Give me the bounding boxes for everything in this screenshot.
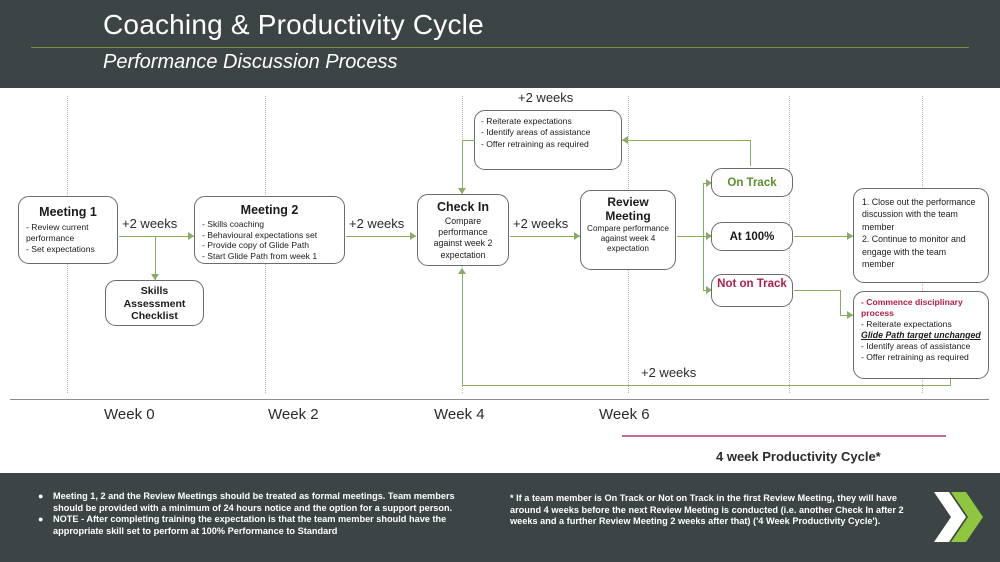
outcome-not-on-track-label: Not on Track [717, 278, 787, 290]
node-review-meeting-title-1: Meeting [605, 209, 651, 223]
disciplinary-emphasis: Glide Path target unchanged [861, 330, 981, 340]
node-review-meeting-title-0: Review [607, 195, 649, 209]
arrowhead-callout-to-checkin [458, 188, 466, 194]
node-meeting-2[interactable]: Meeting 2 - Skills coaching - Behavioura… [194, 196, 345, 264]
node-retraining-callout[interactable]: - Reiterate expectations - Identify area… [474, 110, 622, 170]
timeline-week-6: Week 6 [599, 406, 650, 423]
node-review-meeting[interactable]: Review Meeting Compare performance again… [580, 190, 676, 270]
timeline-week-2: Week 2 [268, 406, 319, 423]
connector-nottrack-drop [840, 290, 841, 315]
node-check-in[interactable]: Check In Compare performance against wee… [417, 194, 509, 266]
node-meeting-1-bullet-0: - Review current performance [26, 222, 89, 243]
node-meeting-2-bullet-0: - Skills coaching [202, 219, 265, 229]
node-check-in-body: Compare performance against week 2 expec… [433, 216, 493, 260]
node-meeting-1-title: Meeting 1 [39, 205, 97, 219]
disciplinary-line-2: - Reiterate expectations [861, 319, 952, 329]
node-review-meeting-body: Compare performance against week 4 expec… [587, 224, 669, 254]
slide-footer: ● Meeting 1, 2 and the Review Meetings s… [0, 473, 1000, 562]
close-out-line-0: 1. Close out the performance discussion … [862, 197, 976, 232]
node-meeting-1-bullet-1: - Set expectations [26, 244, 95, 254]
arrowhead-to-skills-checklist [151, 274, 159, 280]
skills-checklist-line-1: Assessment [123, 297, 186, 310]
outcome-on-track-label: On Track [727, 177, 777, 189]
connector-nottrack-out [794, 290, 840, 291]
label-m1-to-m2: +2 weeks [122, 216, 178, 231]
node-outcome-not-on-track[interactable]: Not on Track [711, 274, 793, 307]
skills-checklist-line-2: Checklist [131, 310, 178, 323]
arrowhead-to-on-track [706, 179, 712, 187]
close-out-line-1: 2. Continue to monitor and engage with t… [862, 234, 966, 270]
connector-at100-to-closeout [794, 236, 853, 237]
productivity-cycle-label: 4 week Productivity Cycle* [716, 449, 881, 464]
connector-disciplinary-drop [950, 379, 951, 385]
productivity-cycle-bar [622, 435, 946, 437]
connector-nottrack-to-disciplinary [840, 315, 853, 316]
timeline-week-0: Week 0 [104, 406, 155, 423]
node-check-in-title: Check In [436, 200, 490, 214]
label-bottom-return-weeks: +2 weeks [641, 365, 697, 380]
node-close-out[interactable]: 1. Close out the performance discussion … [853, 188, 989, 283]
connector-callout-to-checkin [462, 140, 463, 194]
timeline-axis [10, 399, 989, 400]
node-disciplinary[interactable]: - Commence disciplinary process - Reiter… [853, 291, 989, 379]
disciplinary-head: - Commence disciplinary process [861, 297, 963, 318]
retrain-callout-bullet-0: - Reiterate expectations [481, 116, 572, 126]
node-meeting-2-bullet-2: - Provide copy of Glide Path [202, 240, 309, 251]
diagram-canvas: Meeting 1 - Review current performance -… [0, 88, 1000, 473]
label-m2-to-checkin: +2 weeks [349, 216, 405, 231]
disciplinary-line-4: - Identify areas of assistance [861, 341, 971, 352]
connector-checkin-to-review [510, 236, 580, 237]
arrowhead-to-not-on-track [706, 286, 712, 294]
disciplinary-line-5: - Offer retraining as required [861, 352, 969, 363]
label-checkin-to-review: +2 weeks [513, 216, 569, 231]
arrowhead-m2-to-checkin [410, 232, 416, 240]
footer-note-1: NOTE - After completing training the exp… [53, 514, 447, 536]
outcome-at-100-label: At 100% [729, 231, 775, 243]
node-outcome-on-track[interactable]: On Track [711, 168, 793, 197]
node-meeting-2-title: Meeting 2 [240, 203, 299, 217]
connector-ontrack-riser [750, 140, 751, 166]
connector-callout-left-stub [462, 140, 475, 141]
label-retrain-callout-weeks: +2 weeks [518, 90, 574, 105]
arrowhead-to-at-100 [706, 232, 712, 240]
connector-to-skills-checklist [155, 236, 156, 280]
footer-note-0: Meeting 1, 2 and the Review Meetings sho… [53, 491, 455, 513]
timeline-week-4: Week 4 [434, 406, 485, 423]
node-meeting-1[interactable]: Meeting 1 - Review current performance -… [18, 196, 118, 264]
header-divider [31, 47, 969, 48]
arrowhead-nottrack-to-disciplinary [847, 311, 853, 319]
page-title: Coaching & Productivity Cycle [103, 9, 484, 40]
connector-bottom-return [462, 385, 951, 386]
skills-checklist-line-0: Skills [140, 285, 169, 297]
connector-ontrack-to-callout [622, 140, 750, 141]
arrowhead-at100-to-closeout [847, 232, 853, 240]
connector-return-riser [462, 274, 463, 385]
node-skills-assessment-checklist[interactable]: Skills Assessment Checklist [105, 280, 204, 326]
footer-right-note: * If a team member is On Track or Not on… [510, 493, 904, 527]
node-meeting-2-bullet-1: - Behavioural expectations set [202, 229, 318, 240]
connector-m2-to-checkin [346, 236, 416, 237]
page-subtitle: Performance Discussion Process [103, 51, 398, 73]
retrain-callout-bullet-2: - Offer retraining as required [481, 138, 589, 149]
arrowhead-return-to-checkin [458, 268, 466, 274]
slide-header: Coaching & Productivity Cycle Performanc… [0, 0, 1000, 88]
footer-bullet-glyph-0: ● [38, 491, 44, 501]
arrowhead-m1-to-m2 [188, 232, 194, 240]
connector-m1-to-m2 [119, 236, 194, 237]
arrowhead-ontrack-to-callout [622, 136, 628, 144]
connector-review-out [677, 236, 703, 237]
node-outcome-at-100[interactable]: At 100% [711, 222, 793, 251]
double-chevron-logo [934, 492, 983, 542]
arrowhead-checkin-to-review [574, 232, 580, 240]
footer-bullet-glyph-1: ● [38, 514, 44, 524]
retrain-callout-bullet-1: - Identify areas of assistance [481, 127, 591, 138]
node-meeting-2-bullet-3: - Start Glide Path from week 1 [202, 250, 318, 261]
